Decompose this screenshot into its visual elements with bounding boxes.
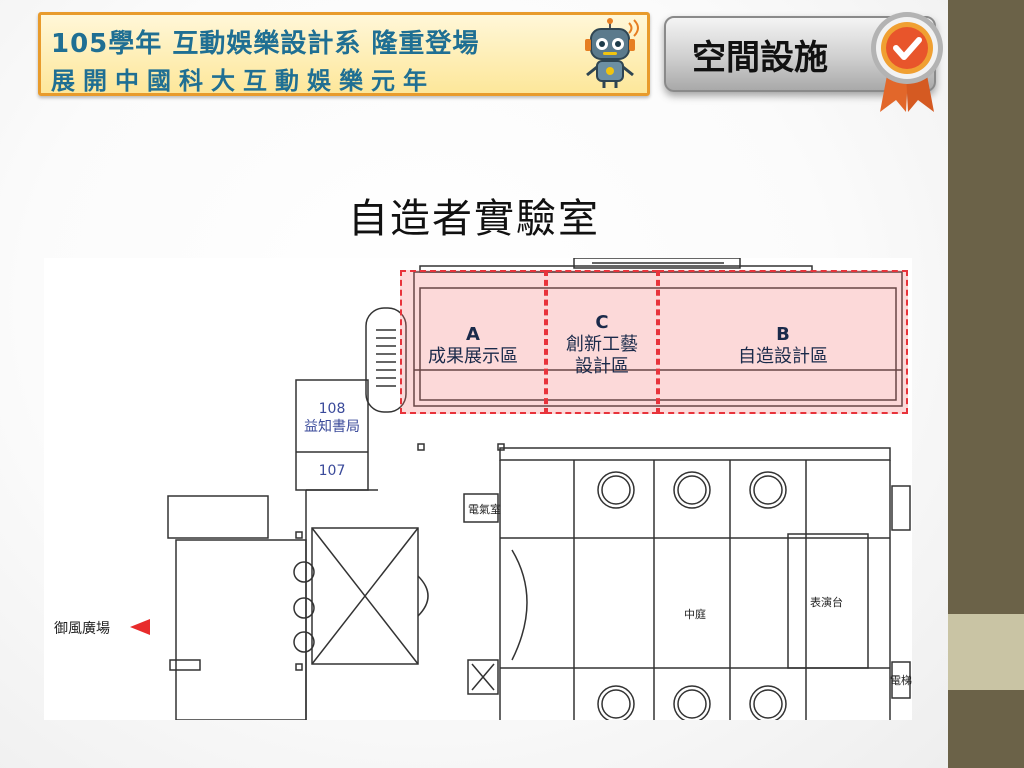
zone-c-craft: C 創新工藝設計區 xyxy=(546,270,658,414)
right-decor-accent xyxy=(948,614,1024,690)
electric-room-label: 電氣室 xyxy=(468,503,501,516)
zone-c-letter: C xyxy=(595,312,609,333)
left-arrow-icon xyxy=(130,619,150,635)
atrium-label: 中庭 xyxy=(684,608,706,621)
zone-a-exhibition: A 成果展示區 xyxy=(400,270,546,414)
section-title: 空間設施 xyxy=(692,38,828,78)
zone-a-name: 成果展示區 xyxy=(428,346,518,367)
stage-label: 表演台 xyxy=(810,596,843,609)
room-108-name: 益知書局 xyxy=(304,419,360,435)
zone-a-letter: A xyxy=(466,324,480,345)
zone-c-name: 創新工藝設計區 xyxy=(566,334,638,377)
right-room-label: 電梯 xyxy=(890,674,912,687)
room-108: 108 益知書局 xyxy=(296,400,368,436)
zone-b-name: 自造設計區 xyxy=(738,346,828,367)
robot-mascot-icon xyxy=(573,17,647,91)
floor-plan-drawing xyxy=(167,258,911,720)
banner-line-1: 105學年 互動娛樂設計系 隆重登場 xyxy=(51,29,480,59)
header-banner: 105學年 互動娛樂設計系 隆重登場 展開中國科大互動娛樂元年 xyxy=(38,12,650,96)
checkmark-badge-icon xyxy=(866,8,948,116)
room-108-number: 108 xyxy=(318,401,346,417)
plaza-label: 御風廣場 xyxy=(54,621,110,637)
page-heading: 自造者實驗室 xyxy=(348,196,600,242)
room-107-number: 107 xyxy=(318,463,346,479)
zone-b-letter: B xyxy=(776,324,790,345)
room-107: 107 xyxy=(296,462,368,480)
banner-line-2: 展開中國科大互動娛樂元年 xyxy=(51,67,435,95)
floor-plan: A 成果展示區 C 創新工藝設計區 B 自造設計區 108 益知書局 107 電… xyxy=(44,258,912,720)
zone-b-maker: B 自造設計區 xyxy=(658,270,908,414)
